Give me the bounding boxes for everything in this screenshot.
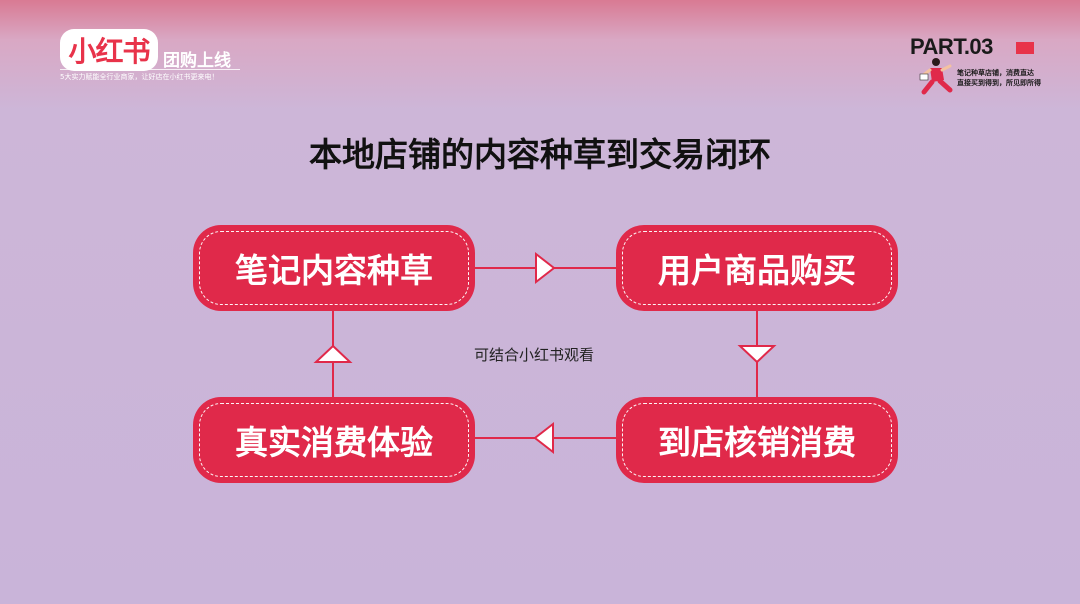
- part-badge: [1016, 42, 1034, 54]
- logo-text: 小红书: [68, 35, 150, 68]
- part-desc-line-1: 笔记种草店铺，消费直达: [957, 69, 1034, 77]
- xiaohongshu-logo: 小红书: [60, 29, 158, 71]
- step-label: 笔记内容种草: [235, 251, 433, 290]
- part-label: PART.03: [910, 34, 993, 59]
- arrow-left-icon: [533, 421, 554, 455]
- runner-illustration-icon: [919, 58, 953, 95]
- step-store-redeem: 到店核销消费: [616, 397, 898, 483]
- part-desc-line-2: 直接买到得到，所见即所得: [957, 79, 1041, 87]
- step-real-experience: 真实消费体验: [193, 397, 475, 483]
- arrow-down-icon: [737, 345, 777, 364]
- arrow-right-icon: [535, 251, 556, 285]
- step-note-seeding: 笔记内容种草: [193, 225, 475, 311]
- part-description: 笔记种草店铺，消费直达 直接买到得到，所见即所得: [957, 68, 1041, 88]
- step-label: 真实消费体验: [235, 423, 433, 462]
- logo-subtitle: 团购上线: [163, 51, 231, 71]
- logo-tagline: 5大实力赋能全行业商家，让好店在小红书更来电！: [60, 73, 219, 81]
- logo-divider: [60, 69, 240, 70]
- center-note: 可结合小红书观看: [474, 346, 595, 364]
- slide-title: 本地店铺的内容种草到交易闭环: [309, 135, 771, 174]
- step-label: 用户商品购买: [658, 251, 856, 290]
- step-user-purchase: 用户商品购买: [616, 225, 898, 311]
- arrow-up-icon: [313, 344, 353, 363]
- step-label: 到店核销消费: [658, 423, 856, 462]
